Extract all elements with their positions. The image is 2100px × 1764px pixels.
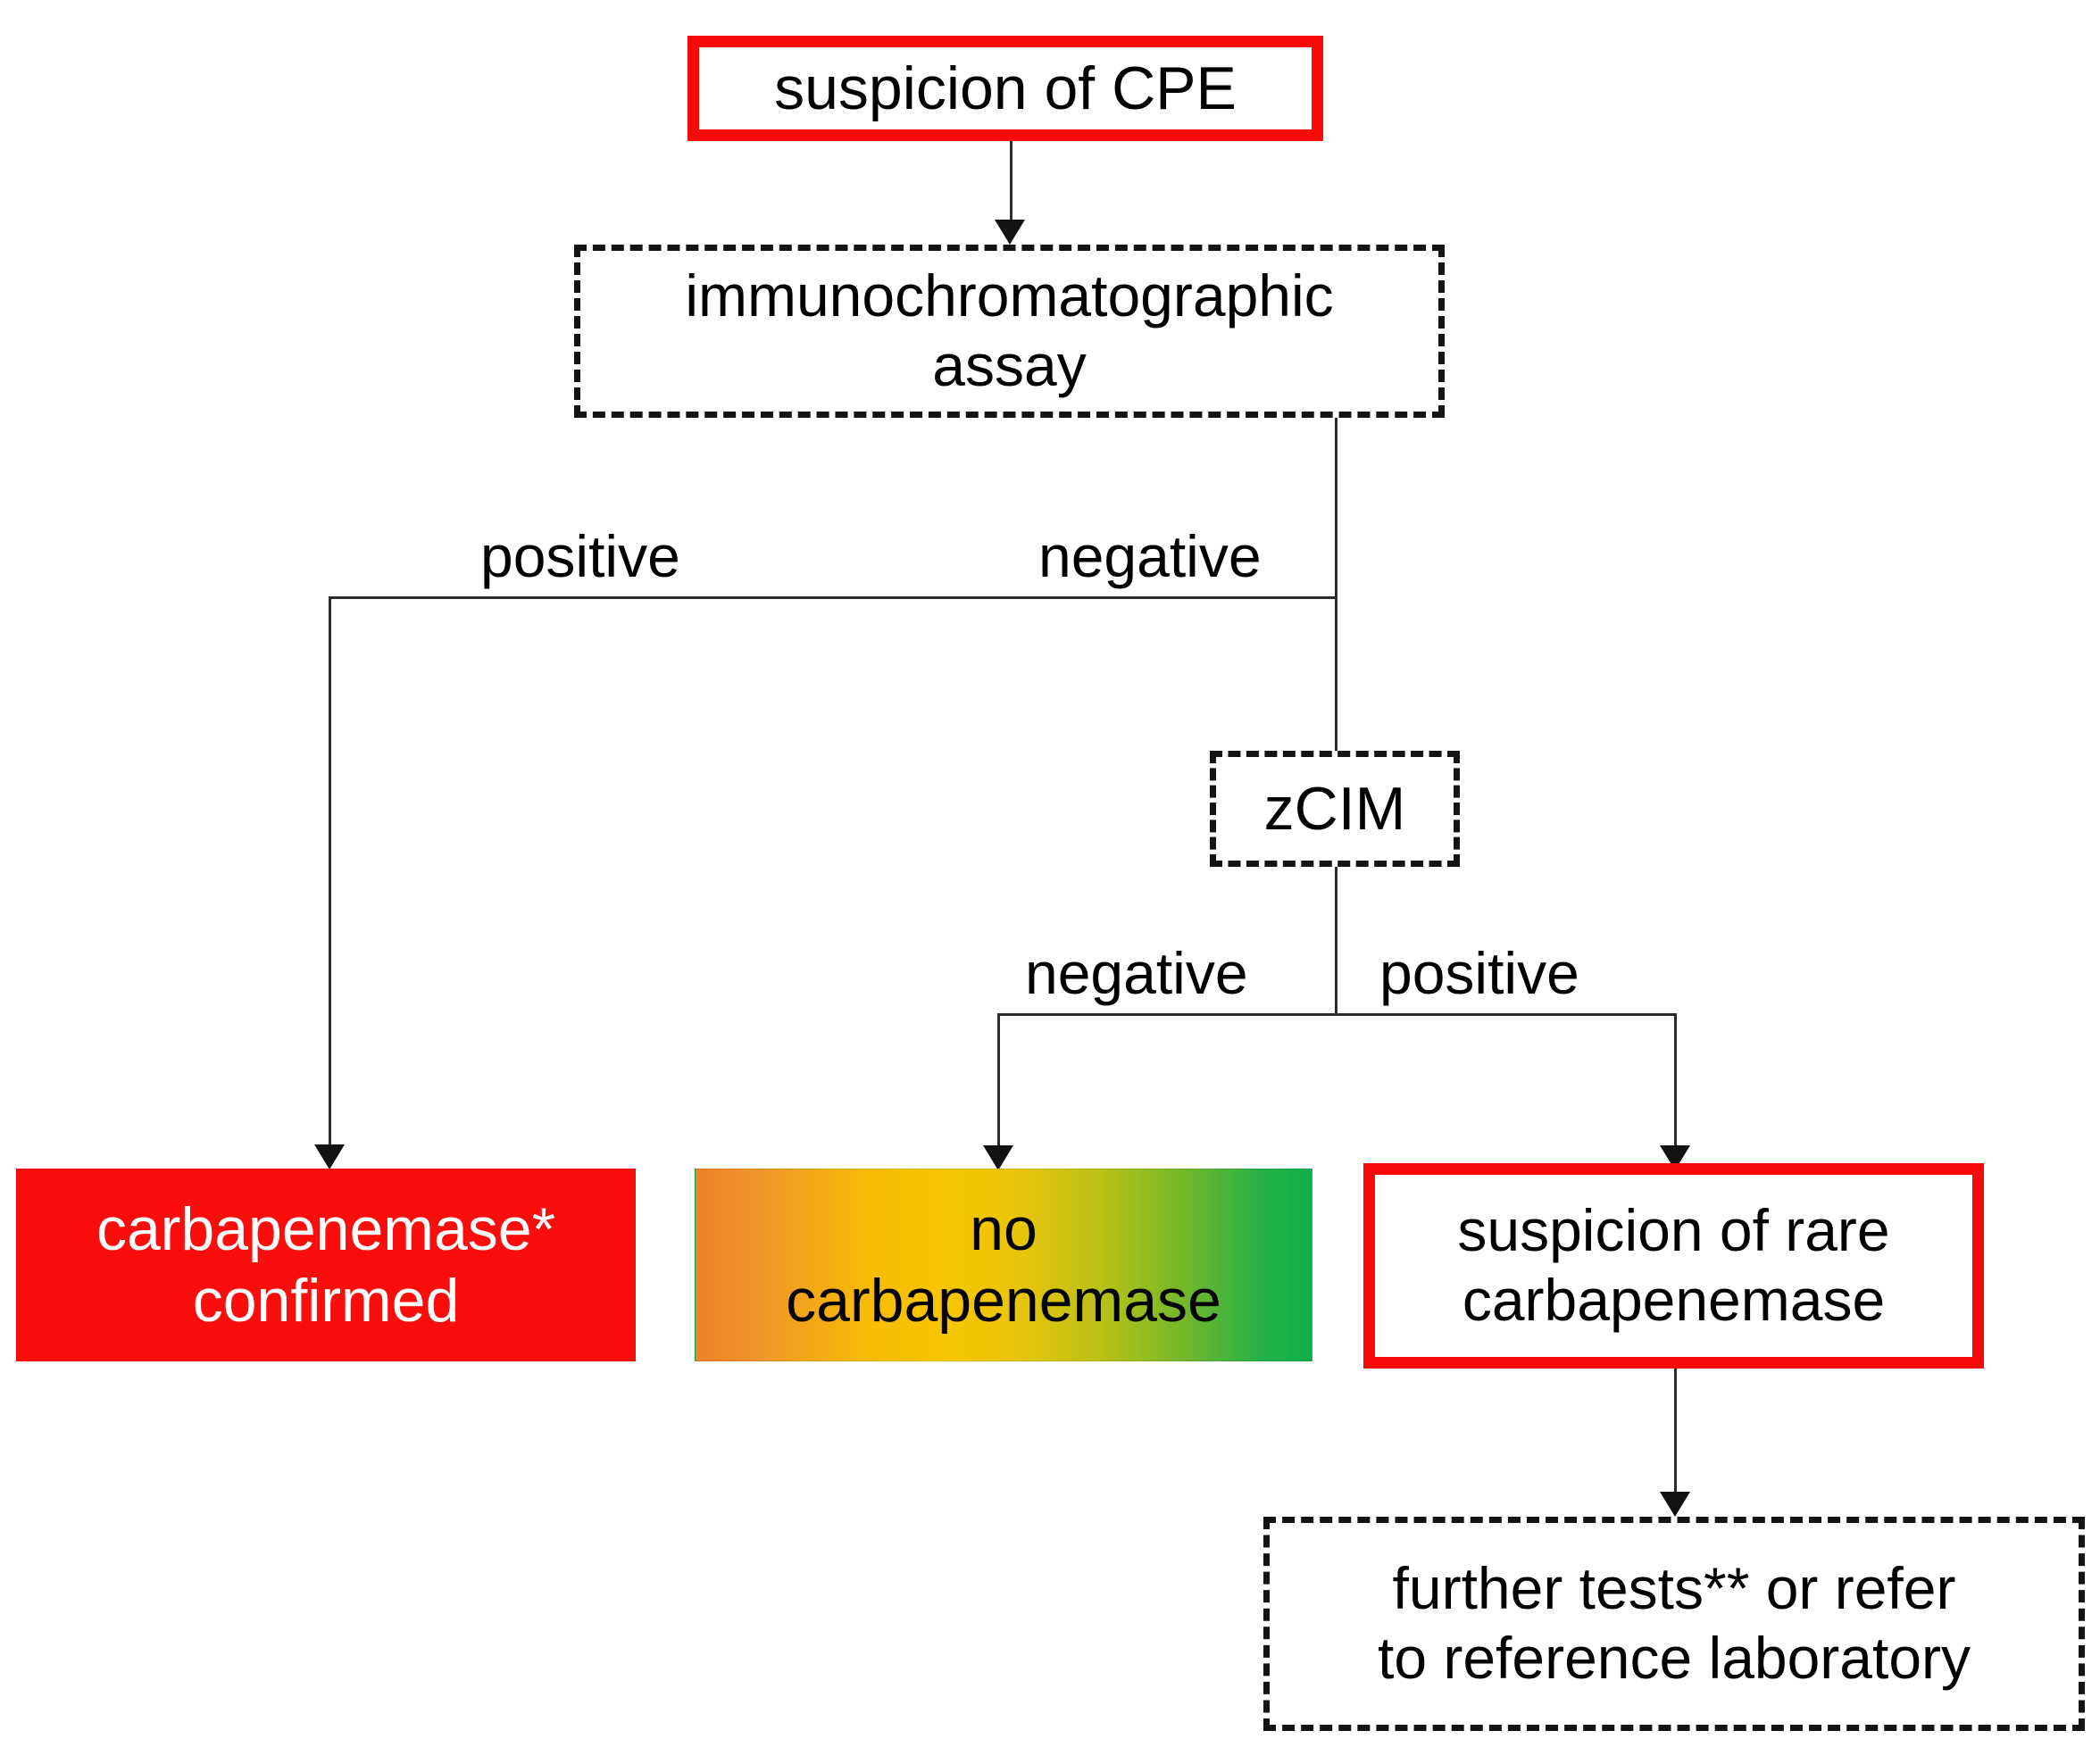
edge-ica-positive-arrowhead: [314, 1144, 345, 1169]
node-zcim[interactable]: zCIM: [1210, 751, 1460, 867]
node-further-tests-label: further tests** or refer to reference la…: [1377, 1555, 1971, 1691]
edge-zcim-negative-drop: [997, 1013, 1000, 1149]
node-suspicion-of-cpe[interactable]: suspicion of CPE: [688, 36, 1323, 141]
edge-ica-positive-drop: [329, 596, 331, 1148]
node-further-tests[interactable]: further tests** or refer to reference la…: [1263, 1517, 2085, 1731]
edge-ica-negative-drop: [1335, 596, 1338, 757]
edge-cpe-to-ica-arrowhead: [995, 220, 1025, 245]
edge-rare-to-further-tests: [1674, 1369, 1677, 1495]
edge-zcim-stem: [1335, 867, 1338, 1015]
edge-zcim-branch-bar: [997, 1013, 1676, 1016]
node-suspicion-of-rare-carbapenemase[interactable]: suspicion of rare carbapenemase: [1363, 1163, 1984, 1369]
node-suspicion-of-cpe-label: suspicion of CPE: [774, 54, 1237, 122]
edge-ica-stem: [1335, 418, 1338, 598]
edge-cpe-to-ica: [1010, 141, 1012, 223]
node-carbapenemase-confirmed[interactable]: carbapenemase* confirmed: [16, 1169, 636, 1361]
node-immunochromatographic-assay-label: immunochromatographic assay: [685, 262, 1334, 398]
edge-zcim-negative-arrowhead: [983, 1145, 1013, 1170]
edge-label-ica-negative: negative: [1038, 523, 1262, 589]
node-suspicion-of-rare-carbapenemase-label: suspicion of rare carbapenemase: [1457, 1197, 1890, 1333]
edge-label-zcim-negative: negative: [1025, 940, 1248, 1006]
node-carbapenemase-confirmed-label: carbapenemase* confirmed: [96, 1194, 556, 1335]
node-zcim-label: zCIM: [1263, 774, 1406, 843]
edge-label-ica-positive: positive: [480, 523, 680, 589]
node-no-carbapenemase-label: no carbapenemase: [786, 1194, 1221, 1335]
edge-ica-branch-bar: [329, 596, 1338, 599]
edge-label-zcim-positive: positive: [1379, 940, 1579, 1006]
edge-zcim-positive-drop: [1674, 1013, 1677, 1149]
node-immunochromatographic-assay[interactable]: immunochromatographic assay: [574, 245, 1445, 418]
edge-rare-to-further-tests-arrowhead: [1660, 1492, 1690, 1517]
node-no-carbapenemase[interactable]: no carbapenemase: [695, 1169, 1312, 1361]
